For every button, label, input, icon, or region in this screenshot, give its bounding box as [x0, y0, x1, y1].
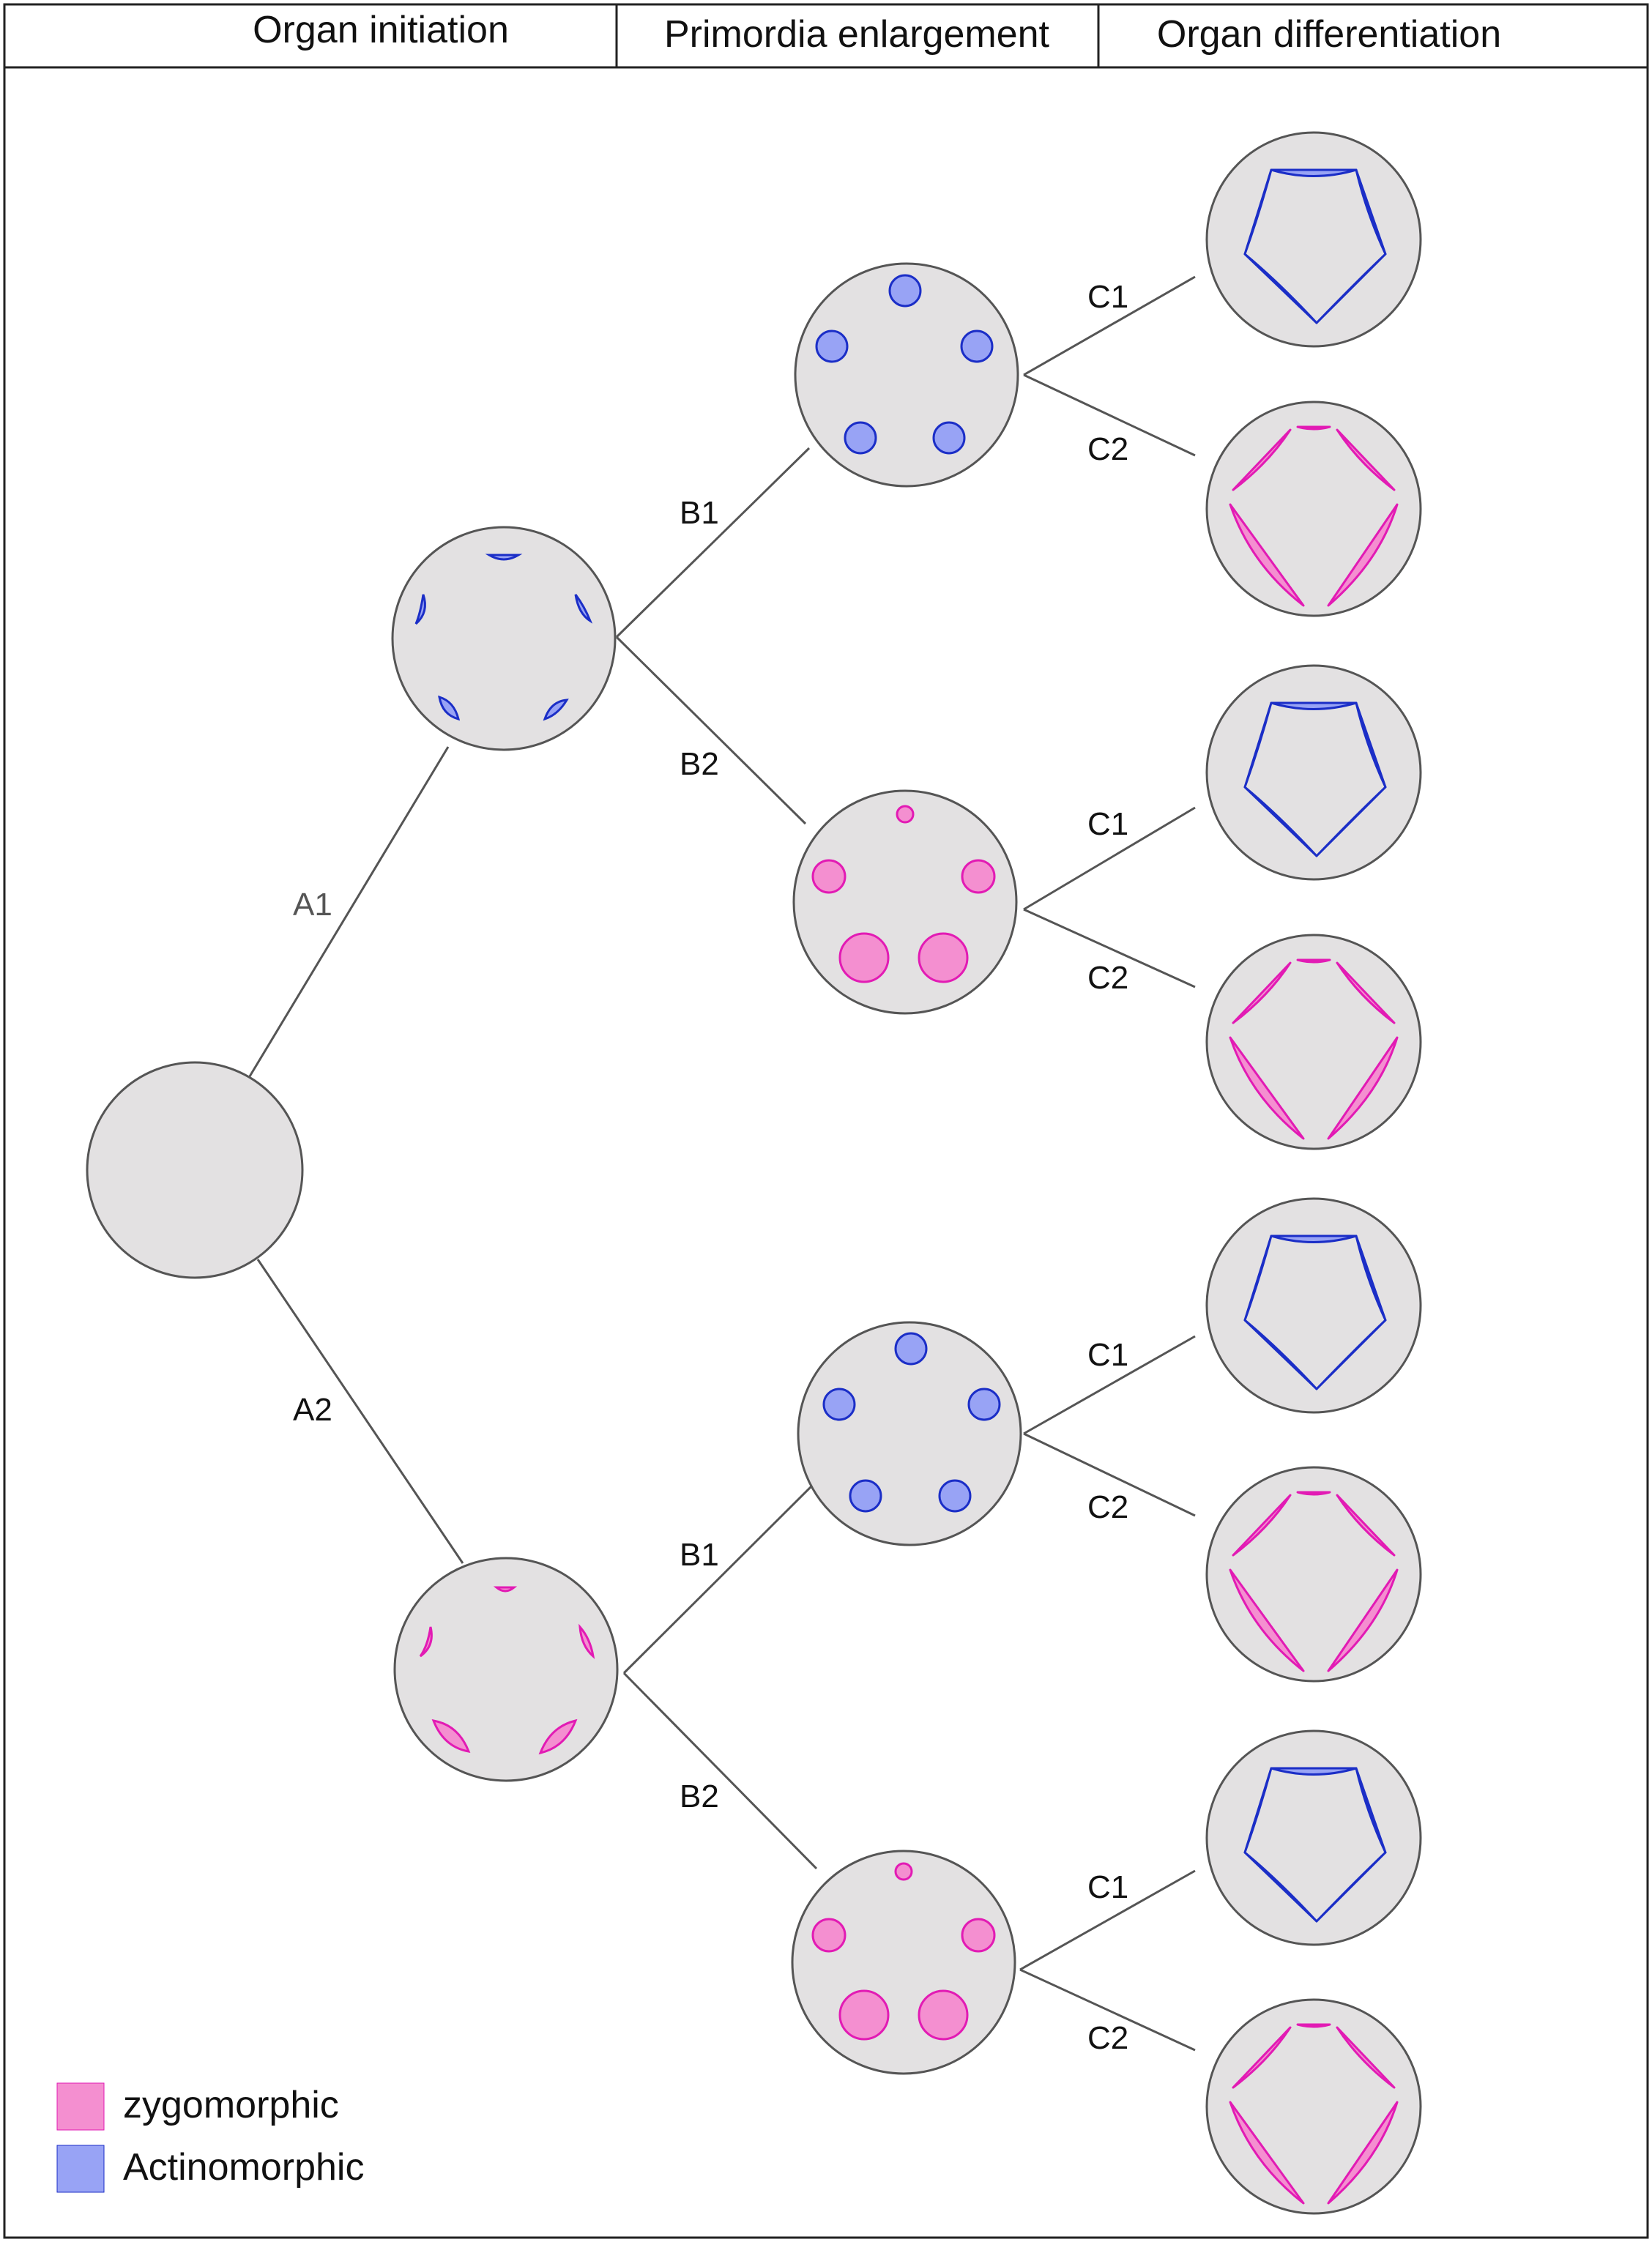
frame: [3, 3, 1649, 2239]
differentiated-flower-zygomorphic-1: [1205, 401, 1422, 617]
primordium: [574, 594, 593, 624]
primordium: [815, 329, 849, 363]
legend-label-zygomorphic: zygomorphic: [123, 2084, 339, 2126]
primordium: [543, 699, 569, 721]
connector-c1-2: [1023, 806, 1196, 911]
connector-a1: [246, 746, 450, 1081]
primordium: [811, 859, 847, 894]
primordium: [485, 554, 523, 561]
primordium: [967, 1388, 1001, 1421]
primordium: [822, 1388, 856, 1421]
connector-b2-bottom: [622, 1672, 818, 1870]
connector-c2-4: [1019, 1968, 1196, 2052]
primordium: [431, 1719, 471, 1753]
primordium: [888, 274, 922, 308]
primordium: [918, 1989, 969, 2041]
primordium: [419, 1626, 433, 1658]
connector-c2-2: [1023, 908, 1196, 988]
differentiated-flower-zygomorphic-4: [1205, 1998, 1422, 2215]
header-organ-initiation: Organ initiation: [253, 9, 509, 51]
primordium: [894, 1332, 928, 1366]
label-c2-2: C2: [1087, 960, 1128, 996]
primordium: [578, 1623, 595, 1659]
primordium: [894, 1862, 913, 1881]
primordium: [414, 594, 426, 625]
label-b1-top: B1: [680, 495, 719, 531]
label-c1-1: C1: [1087, 279, 1128, 315]
legend-label-actinomorphic: Actinomorphic: [123, 2146, 364, 2189]
primordium: [896, 805, 915, 824]
label-a1: A1: [293, 887, 332, 923]
primordium: [438, 695, 461, 721]
label-b2-bottom: B2: [680, 1779, 719, 1814]
differentiated-flower-actinomorphic-2: [1205, 664, 1422, 881]
label-a2: A2: [293, 1392, 332, 1428]
primordium: [838, 1989, 890, 2041]
primordium: [838, 932, 890, 983]
primordium: [918, 932, 969, 983]
enlargement-disc-b2-bottom: [791, 1850, 1016, 2075]
primordium: [932, 421, 966, 455]
enlargement-disc-b1-top: [794, 262, 1019, 488]
differentiated-flower-actinomorphic-4: [1205, 1729, 1422, 1946]
primordium: [538, 1718, 578, 1755]
primordium: [961, 859, 996, 894]
connector-c2-3: [1023, 1432, 1196, 1517]
differentiated-flower-zygomorphic-2: [1205, 934, 1422, 1150]
connector-b1-top: [615, 447, 811, 638]
legend: zygomorphic Actinomorphic: [56, 2082, 364, 2193]
label-c2-4: C2: [1087, 2020, 1128, 2056]
connector-c1-4: [1019, 1869, 1196, 1971]
connector-c1-3: [1023, 1335, 1196, 1435]
enlargement-disc-b1-bottom: [797, 1321, 1022, 1546]
meristem-disc: [86, 1061, 304, 1279]
initiation-disc-a2: [393, 1557, 619, 1782]
legend-swatch-actinomorphic: [56, 2145, 105, 2193]
label-b2-top: B2: [680, 746, 719, 782]
connector-c2-1: [1023, 373, 1196, 457]
connector-b1-bottom: [622, 1483, 814, 1675]
differentiated-flower-actinomorphic-3: [1205, 1197, 1422, 1414]
connector-a2: [256, 1259, 464, 1564]
differentiated-flower-zygomorphic-3: [1205, 1466, 1422, 1683]
initiation-disc-a1: [391, 526, 617, 751]
primordium: [938, 1479, 972, 1513]
connector-b2-top: [615, 636, 807, 825]
primordium: [849, 1479, 882, 1513]
label-c2-3: C2: [1087, 1489, 1128, 1525]
differentiated-flower-actinomorphic-1: [1205, 131, 1422, 348]
legend-swatch-zygomorphic: [56, 2082, 105, 2131]
enlargement-disc-b2-top: [792, 789, 1018, 1015]
label-c1-3: C1: [1087, 1337, 1128, 1373]
primordium: [811, 1918, 847, 1953]
label-b1-bottom: B1: [680, 1537, 719, 1573]
primordium: [961, 1918, 996, 1953]
primordium: [493, 1586, 518, 1593]
primordium: [844, 421, 877, 455]
primordium: [960, 329, 994, 363]
label-c1-2: C1: [1087, 806, 1128, 842]
header-primordia-enlargement: Primordia enlargement: [664, 13, 1050, 56]
header-organ-differentiation: Organ differentiation: [1157, 13, 1501, 56]
label-c2-1: C2: [1087, 431, 1128, 467]
connector-c1-1: [1023, 275, 1196, 376]
connectors: [246, 275, 1196, 2052]
label-c1-4: C1: [1087, 1869, 1128, 1905]
